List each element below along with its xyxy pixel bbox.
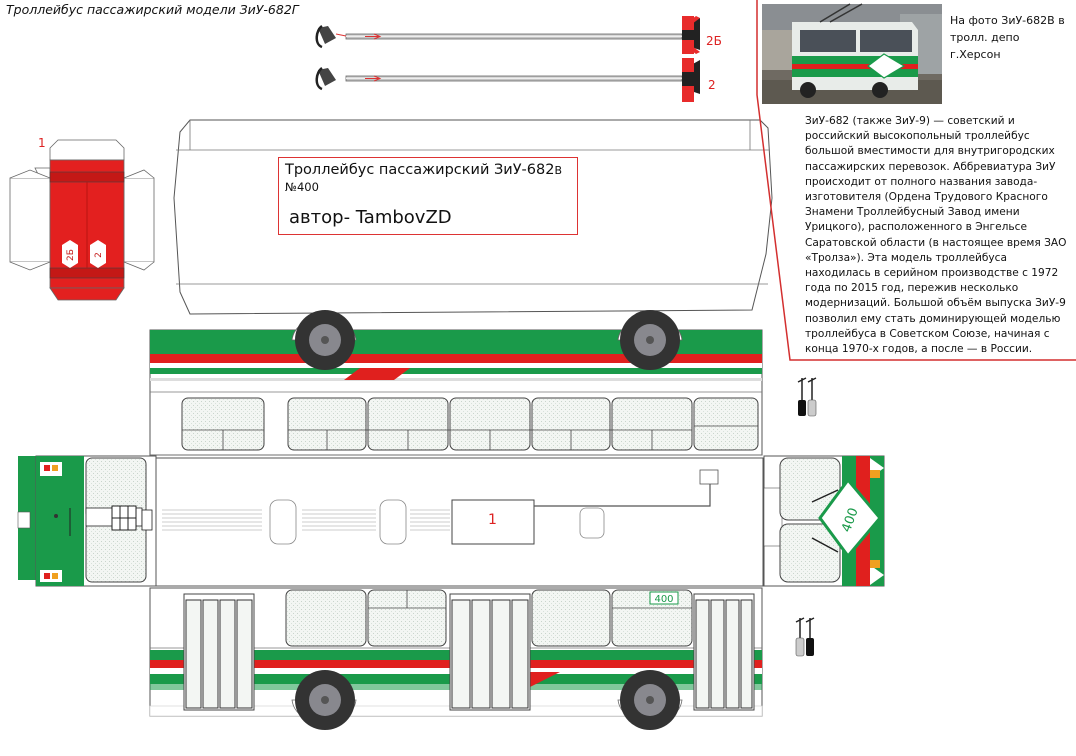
- roof-title-suffix: В: [554, 164, 563, 177]
- front-panel: 400: [763, 455, 885, 587]
- mount-label-2: 2: [94, 252, 104, 258]
- part-label-rear: 1: [38, 136, 46, 150]
- roof-author: автор- TambovZD: [289, 207, 452, 228]
- wheel-icon: [291, 670, 357, 730]
- info-frame: [756, 0, 1076, 361]
- roof-title-main: Троллейбус пассажирский ЗиУ-682: [285, 162, 555, 178]
- mirror-icon: [795, 617, 815, 657]
- wheel-icon: [617, 310, 683, 370]
- trolleybus-photo: [762, 3, 942, 104]
- rear-panel: [17, 455, 157, 587]
- floor-panel: [154, 457, 764, 587]
- roof-title-box: Троллейбус пассажирский ЗиУ-682В №400 ав…: [278, 157, 578, 235]
- description-text: ЗиУ-682 (также ЗиУ-9) — советский и росс…: [805, 114, 1067, 357]
- mirror-icon: [797, 377, 817, 417]
- roof-number: №400: [285, 180, 319, 194]
- trolley-pole-2: [315, 58, 700, 102]
- wheel-icon: [291, 310, 357, 370]
- side-panel-right: 400: [149, 587, 763, 717]
- part-label-pole-2: 2: [708, 78, 716, 92]
- trolley-pole-2b: [315, 16, 700, 54]
- pole-mount-net: 2Б 2: [9, 139, 155, 301]
- description-paragraph: ЗиУ-682 (также ЗиУ-9) — советский и росс…: [805, 115, 1067, 356]
- wheel-icon: [617, 670, 683, 730]
- part-label-roof: 1: [488, 512, 497, 528]
- photo-caption: На фото ЗиУ-682В в тролл. депо г.Херсон: [950, 14, 1065, 61]
- roof-title: Троллейбус пассажирский ЗиУ-682В: [285, 162, 562, 178]
- part-label-pole-2b: 2Б: [706, 34, 722, 48]
- side-route-number: 400: [654, 594, 673, 605]
- page-title: Троллейбус пассажирский модели ЗиУ-682Г: [6, 2, 299, 17]
- mount-label-2b: 2Б: [66, 249, 76, 261]
